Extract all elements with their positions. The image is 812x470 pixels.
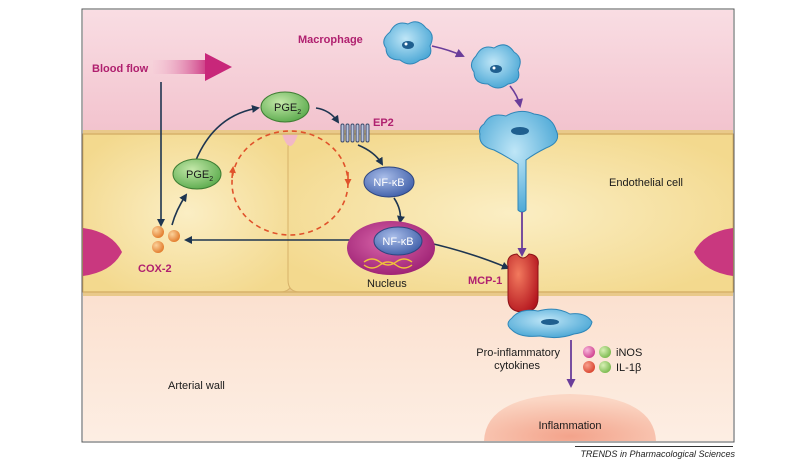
macrophage-1 xyxy=(383,21,433,65)
blood-flow-label: Blood flow xyxy=(92,63,149,75)
nfkb-to-nucleus-arrow xyxy=(393,197,405,224)
pge2-left-subscript: 2 xyxy=(209,176,213,183)
pge2-to-pge2-arrow xyxy=(195,105,260,161)
ep2-receptor xyxy=(340,123,370,143)
inflammation-region xyxy=(484,394,656,441)
macrophage-4-in-wall xyxy=(507,308,593,339)
macrophage-arrow-1 xyxy=(431,45,465,58)
ep2-label: EP2 xyxy=(373,117,394,129)
macrophage-label: Macrophage xyxy=(298,34,363,46)
pge2-top-node: PGE2 xyxy=(260,91,310,123)
neighbor-nucleus-left xyxy=(83,228,122,276)
macrophage-arrow-2 xyxy=(509,85,524,108)
cytokines-label-line1: Pro-inflammatory xyxy=(476,347,560,359)
blood-flow-arrow xyxy=(153,53,232,81)
ep2-to-nfkb-arrow xyxy=(357,144,384,166)
cox2-label: COX-2 xyxy=(138,263,172,275)
macrophage-2 xyxy=(470,44,521,89)
nfkb-cytoplasm-node: NF-κB xyxy=(363,166,415,198)
nfkb-nucleus-label: NF-κB xyxy=(382,236,413,248)
svg-text:PGE2: PGE2 xyxy=(274,102,301,116)
cox2-to-pge2-arrow xyxy=(171,193,188,226)
pge2-left-node: PGE2 xyxy=(172,158,222,190)
inos-label: iNOS xyxy=(616,347,642,359)
pge2-left-label: PGE xyxy=(186,169,209,181)
pge2-top-label: PGE xyxy=(274,102,297,114)
figure-frame xyxy=(81,8,735,443)
neighbor-nucleus-right xyxy=(694,228,733,276)
mcp1-receptor xyxy=(507,253,539,313)
dna-strand xyxy=(363,258,413,266)
nfkb-cytoplasm-label: NF-κB xyxy=(373,177,404,189)
nucleus-label: Nucleus xyxy=(367,278,407,290)
source-credit: TRENDS in Pharmacological Sciences xyxy=(580,449,735,459)
svg-text:PGE2: PGE2 xyxy=(186,169,213,183)
nfkb-nucleus-node xyxy=(373,226,423,256)
cytokine-dots xyxy=(583,346,611,373)
nucleus: NF-κB xyxy=(347,221,435,275)
pge2-to-ep2-arrow xyxy=(315,107,340,124)
cytokines-label-line2: cytokines xyxy=(494,360,540,372)
endothelial-cell-left xyxy=(82,133,293,293)
mcp1-label: MCP-1 xyxy=(468,275,502,287)
cox2-enzyme xyxy=(152,226,180,253)
endothelial-cell-label: Endothelial cell xyxy=(609,177,683,189)
loop-arrow-up xyxy=(229,166,236,179)
macrophage-3-transmigrating xyxy=(479,110,559,213)
il1b-label: IL-1β xyxy=(616,362,641,374)
inflammation-label: Inflammation xyxy=(539,420,602,432)
pge2-top-subscript: 2 xyxy=(297,109,301,116)
arterial-wall-label: Arterial wall xyxy=(168,380,225,392)
cell-junction xyxy=(282,134,298,146)
source-rule xyxy=(575,446,733,447)
